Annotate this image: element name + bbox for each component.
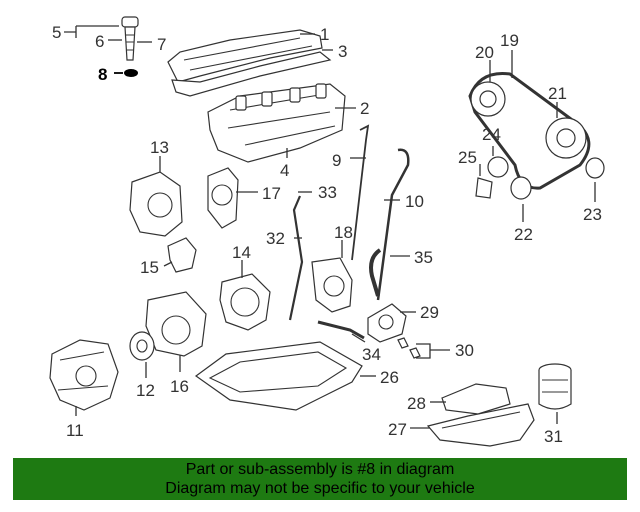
timing-cover-rear-part[interactable] (207, 167, 239, 229)
callout-26[interactable]: 26 (380, 368, 399, 387)
oil-cooler-part[interactable] (367, 303, 421, 359)
callout-22[interactable]: 22 (514, 225, 533, 244)
oil-pump-housing-part[interactable] (145, 291, 207, 357)
callout-29[interactable]: 29 (420, 303, 439, 322)
engine-parts-diagram: 5 6 7 8 1 3 2 4 20 (49, 16, 605, 447)
callout-4[interactable]: 4 (280, 161, 289, 180)
crankshaft-pulley-part[interactable] (129, 331, 155, 361)
callout-30[interactable]: 30 (455, 341, 474, 360)
bracket-part[interactable] (167, 237, 197, 273)
baffle-part[interactable] (441, 383, 511, 415)
callout-16[interactable]: 16 (170, 377, 189, 396)
oil-filler-gasket-part-8[interactable] (124, 69, 138, 77)
info-banner: Part or sub-assembly is #8 in diagram Di… (13, 458, 627, 500)
callout-5[interactable]: 5 (52, 23, 61, 42)
callout-3[interactable]: 3 (338, 42, 347, 61)
oil-dipstick-part[interactable] (351, 124, 370, 261)
callout-24[interactable]: 24 (482, 125, 501, 144)
callout-18[interactable]: 18 (334, 223, 353, 242)
callout-1[interactable]: 1 (320, 25, 329, 44)
banner-line-1: Part or sub-assembly is #8 in diagram (185, 461, 455, 478)
callout-17[interactable]: 17 (262, 184, 281, 203)
valve-cover-part[interactable] (167, 29, 332, 97)
callout-12[interactable]: 12 (136, 381, 155, 400)
callout-7[interactable]: 7 (157, 35, 166, 54)
callout-27[interactable]: 27 (388, 420, 407, 439)
callout-25[interactable]: 25 (458, 148, 477, 167)
callout-35[interactable]: 35 (414, 248, 433, 267)
banner-line-2: Diagram may not be specific to your vehi… (165, 480, 475, 497)
baffle-plate-part[interactable] (311, 257, 353, 313)
engine-block-front-part[interactable] (49, 339, 119, 411)
callout-34[interactable]: 34 (362, 345, 381, 364)
cylinder-head-part[interactable] (207, 83, 346, 163)
idler-pulley-part[interactable] (487, 156, 605, 200)
callout-8[interactable]: 8 (98, 65, 107, 84)
callout-21[interactable]: 21 (548, 84, 567, 103)
oil-pan-upper-part[interactable] (194, 341, 363, 411)
oil-filler-cap-part[interactable] (121, 16, 139, 61)
tensioner-part[interactable] (475, 177, 493, 199)
callout-15[interactable]: 15 (140, 258, 159, 277)
callout-19[interactable]: 19 (500, 31, 519, 50)
oil-pipe-part[interactable] (288, 195, 365, 340)
dipstick-tube-part[interactable] (376, 148, 410, 301)
hose-part[interactable] (369, 248, 382, 297)
callout-23[interactable]: 23 (583, 205, 602, 224)
callout-13[interactable]: 13 (150, 138, 169, 157)
callout-9[interactable]: 9 (332, 151, 341, 170)
timing-cover-lower-part[interactable] (219, 273, 271, 331)
callout-10[interactable]: 10 (405, 192, 424, 211)
callout-32[interactable]: 32 (266, 229, 285, 248)
callout-14[interactable]: 14 (232, 243, 251, 262)
callout-2[interactable]: 2 (360, 99, 369, 118)
callout-11[interactable]: 11 (66, 421, 84, 440)
timing-cover-upper-part[interactable] (129, 171, 183, 237)
callout-31[interactable]: 31 (544, 427, 563, 446)
callout-33[interactable]: 33 (318, 183, 337, 202)
callout-28[interactable]: 28 (407, 394, 426, 413)
callout-20[interactable]: 20 (475, 43, 494, 62)
oil-filter-part[interactable] (538, 363, 572, 410)
callout-6[interactable]: 6 (95, 32, 104, 51)
